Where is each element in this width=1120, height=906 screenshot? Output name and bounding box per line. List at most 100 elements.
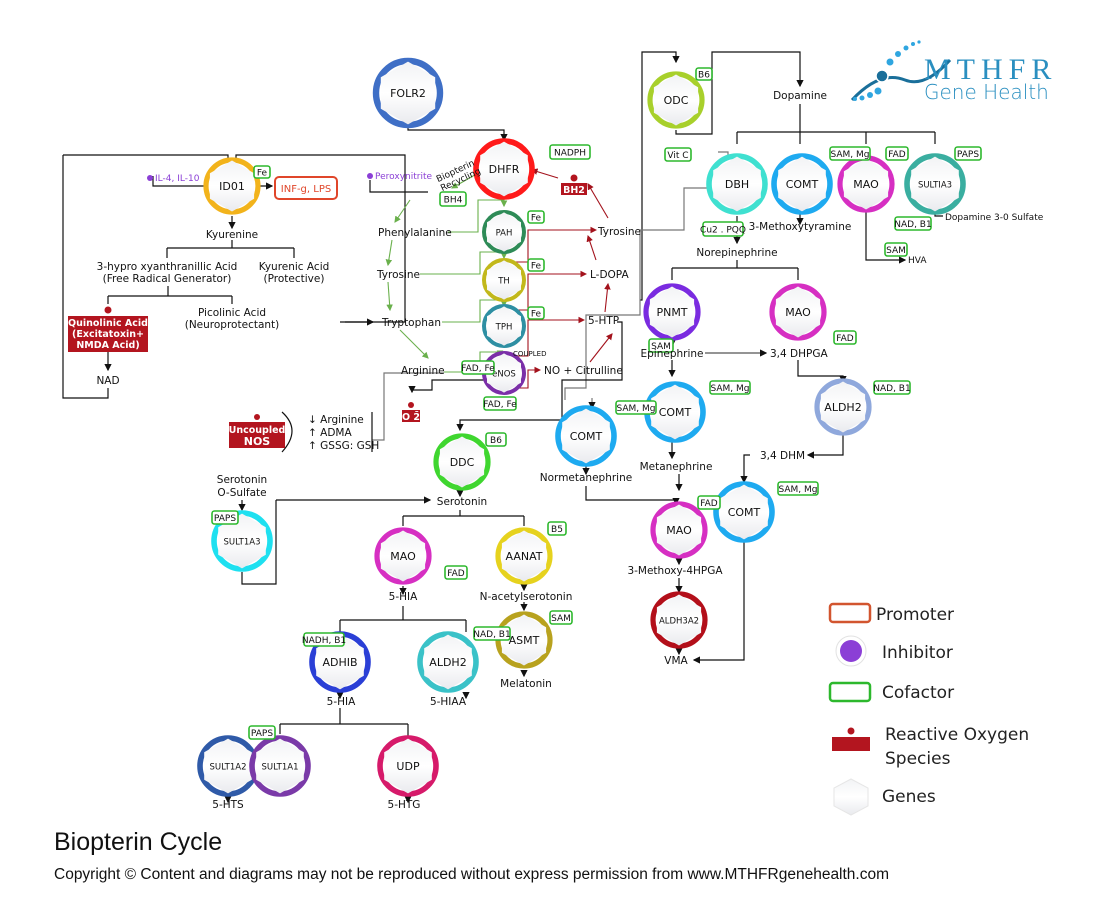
gene-mao4[interactable]: MAO: [374, 527, 432, 585]
gene-hexagon-icon: [218, 513, 266, 569]
gene-aldh3a2[interactable]: ALDH3A2: [650, 591, 708, 649]
cofactor-box: [461, 360, 495, 375]
cofactor-fad_mao3[interactable]: FAD: [697, 495, 721, 510]
gene-dhfr[interactable]: DHFR: [473, 138, 535, 200]
gene-folr2[interactable]: FOLR2: [372, 57, 444, 129]
cofactor-fadfe1[interactable]: FAD, Fe: [461, 360, 495, 375]
legend-promoter: Promoter: [828, 602, 954, 625]
cofactor-sammg3[interactable]: SAM, Mg: [615, 400, 657, 415]
gene-aanat[interactable]: AANAT: [495, 527, 553, 585]
cofactor-paps1[interactable]: PAPS: [954, 146, 982, 161]
gene-hexagon-icon: [380, 61, 436, 125]
label-hva: HVA: [908, 256, 927, 266]
cofactor-paps2[interactable]: PAPS: [211, 510, 239, 525]
cofactor-label: FAD, Fe: [461, 364, 495, 374]
cofactor-label: Fe: [531, 310, 542, 320]
cofactor-sammg4[interactable]: SAM, Mg: [777, 481, 819, 496]
gene-comt1[interactable]: COMT: [771, 153, 833, 215]
cofactor-label: SAM: [886, 246, 906, 256]
cofactor-fad1[interactable]: FAD: [885, 146, 909, 161]
cofactor-b6_ddc[interactable]: B6: [485, 432, 507, 447]
gene-aldh2a[interactable]: ALDH2: [814, 378, 872, 436]
cofactor-swatch-icon: [828, 681, 872, 703]
cofactor-sam1[interactable]: SAM: [884, 242, 908, 257]
ros-quinolinic-acid: Quinolinic Acid (Excitatoxin+ NMDA Acid): [68, 306, 148, 352]
cofactor-nadb1a[interactable]: NAD, B1: [894, 216, 932, 231]
label-no-citrulline: NO + Citrulline: [544, 365, 623, 377]
gene-sult1a2[interactable]: SULT1A2: [197, 735, 259, 797]
cofactor-fad_mao4[interactable]: FAD: [444, 565, 468, 580]
gene-tph[interactable]: TPH: [482, 304, 526, 348]
cofactor-sam_asmt[interactable]: SAM: [549, 610, 573, 625]
gene-asmt[interactable]: ASMT: [495, 611, 553, 669]
legend: Promoter Inhibitor Cofactor Reactive Oxy…: [828, 602, 1029, 816]
logo-dna-icon: [850, 59, 952, 102]
cofactor-label: FAD: [700, 499, 718, 509]
cofactor-b6_odc[interactable]: B6: [695, 67, 713, 81]
gene-sult1a1[interactable]: SULT1A1: [249, 735, 311, 797]
cofactor-fadfe2[interactable]: FAD, Fe: [483, 396, 517, 411]
cofactor-box: [547, 521, 567, 536]
cofactor-fe_pah[interactable]: Fe: [527, 210, 545, 224]
cofactor-box: [648, 338, 674, 353]
cofactor-fe_ido1[interactable]: Fe: [253, 165, 271, 179]
gene-pnmt[interactable]: PNMT: [643, 283, 701, 341]
cofactor-box: [485, 432, 507, 447]
cofactor-sammg2[interactable]: SAM, Mg: [709, 380, 751, 395]
inhibitor-il4: IL-4, IL-10: [147, 174, 200, 184]
cofactor-paps3[interactable]: PAPS: [248, 725, 276, 740]
gene-mao3[interactable]: MAO: [650, 501, 708, 559]
gene-hexagon-icon: [316, 634, 364, 690]
label-tryptophan: Tryptophan: [381, 317, 441, 329]
gene-comt4[interactable]: COMT: [713, 481, 775, 543]
metabolite-labels: Kyurenine 3-hypro xyanthranillic Acid (F…: [96, 90, 1043, 811]
cofactor-cu2pqq[interactable]: Cu2 . PQQ: [700, 221, 746, 237]
cofactor-fe_tph[interactable]: Fe: [527, 306, 545, 320]
gene-sultia3[interactable]: SULTIA3: [904, 153, 966, 215]
gene-label: eNOS: [492, 370, 516, 380]
cofactor-nadb1b[interactable]: NAD, B1: [873, 380, 911, 395]
copyright-notice: Copyright © Content and diagrams may not…: [54, 866, 890, 883]
cofactor-b5[interactable]: B5: [547, 521, 567, 536]
label-3-methoxytyramine: 3-Methoxytyramine: [749, 221, 852, 233]
gene-comt2[interactable]: COMT: [644, 381, 706, 443]
gene-odc[interactable]: ODC: [647, 71, 705, 129]
gene-sult1a3[interactable]: SULT1A3: [211, 510, 273, 572]
cofactor-nadhb1[interactable]: NADH, B1: [302, 632, 346, 647]
gene-comt3[interactable]: COMT: [555, 405, 617, 467]
cofactor-bh4[interactable]: BH4: [439, 191, 467, 207]
cofactor-sam_pnmt[interactable]: SAM: [648, 338, 674, 353]
cofactor-fad_mao2[interactable]: FAD: [833, 330, 857, 345]
cofactor-box: [873, 380, 911, 395]
cofactor-box: [444, 565, 468, 580]
label-kyurenic-acid: Kyurenic Acid: [259, 261, 330, 273]
gene-udp[interactable]: UDP: [377, 735, 439, 797]
ros-label: Quinolinic Acid: [68, 318, 148, 329]
gene-label: SULT1A3: [223, 538, 260, 548]
gene-hexagon-icon: [562, 408, 610, 464]
cofactor-vitc[interactable]: Vit C: [664, 147, 692, 162]
cofactor-nadb1c[interactable]: NAD, B1: [473, 626, 511, 641]
gene-adhib[interactable]: ADHIB: [309, 631, 371, 693]
ros-label: Uncoupled: [229, 425, 286, 436]
gene-aldh2b[interactable]: ALDH2: [417, 631, 479, 693]
cofactor-label: FAD: [836, 334, 854, 344]
cofactor-fe_th[interactable]: Fe: [527, 258, 545, 272]
label-epinephrine: Epinephrine: [641, 348, 704, 360]
ros-uncoupled-nos: Uncoupled NOS: [229, 414, 286, 448]
cofactor-box: [829, 146, 871, 161]
cofactor-sammg1[interactable]: SAM, Mg: [829, 146, 871, 161]
gene-label: COMT: [728, 506, 761, 519]
gene-th[interactable]: TH: [482, 258, 526, 302]
gene-ido1[interactable]: ID01: [203, 157, 261, 215]
gene-ddc[interactable]: DDC: [433, 433, 491, 491]
cofactor-label: SAM, Mg: [778, 485, 817, 495]
gene-pah[interactable]: PAH: [482, 210, 526, 254]
promoter-infg-lps[interactable]: INF-g, LPS: [274, 176, 338, 200]
gene-dbh[interactable]: DBH: [706, 153, 768, 215]
cofactor-label: B6: [698, 71, 710, 81]
gene-mao2[interactable]: MAO: [769, 283, 827, 341]
gene-mao1[interactable]: MAO: [837, 155, 895, 213]
gene-label: TPH: [495, 323, 513, 333]
cofactor-nadph[interactable]: NADPH: [549, 144, 591, 160]
